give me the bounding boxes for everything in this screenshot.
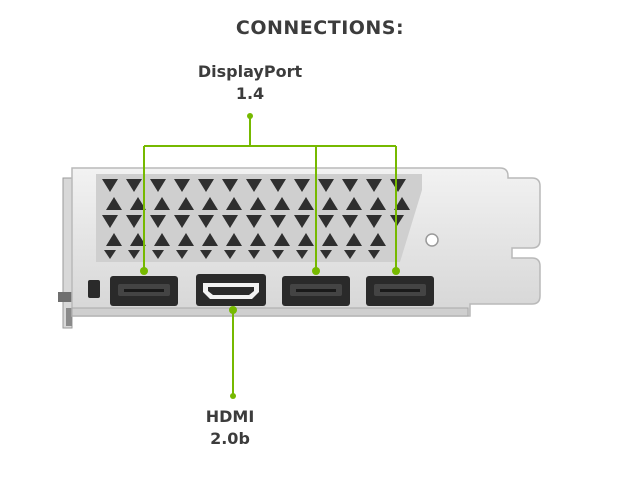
vent-pattern — [102, 179, 410, 259]
bracket-bottom-rail — [71, 307, 469, 317]
displayport-connector-2 — [282, 276, 350, 306]
displayport-connector-1 — [110, 276, 178, 306]
displayport-callout-dot — [247, 113, 253, 119]
hdmi-label-version: 2.0b — [210, 429, 250, 448]
displayport-label-version: 1.4 — [235, 84, 265, 103]
displayport-callout — [143, 116, 397, 270]
bracket-side-clip — [58, 177, 73, 329]
hdmi-label: HDMI 2.0b — [180, 406, 280, 450]
displayport-1-dot — [140, 267, 148, 275]
diagram-title: CONNECTIONS: — [235, 17, 405, 39]
displayport-label: DisplayPort 1.4 — [170, 61, 330, 105]
screw-hole — [425, 233, 439, 247]
hdmi-connector — [196, 274, 266, 306]
displayport-3-dot — [392, 267, 400, 275]
displayport-label-name: DisplayPort — [197, 62, 303, 81]
displayport-connector-3 — [366, 276, 434, 306]
displayport-2-dot — [312, 267, 320, 275]
hdmi-label-name: HDMI — [205, 407, 255, 426]
side-port — [88, 280, 100, 298]
